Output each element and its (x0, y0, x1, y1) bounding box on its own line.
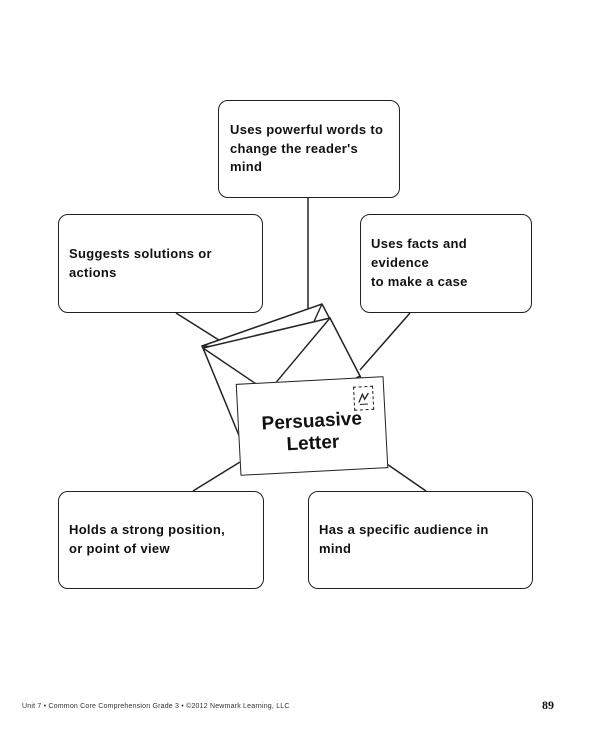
connector-bottom-right (383, 461, 427, 492)
box-bottom-right-text: Has a specific audience in mind (319, 522, 489, 556)
footer-credit: Unit 7 • Common Core Comprehension Grade… (22, 703, 290, 710)
box-right: Uses facts and evidence to make a case (360, 214, 532, 313)
box-left-text: Suggests solutions or actions (69, 245, 212, 280)
stamp-icon (353, 385, 375, 411)
box-bottom-left: Holds a strong position, or point of vie… (58, 491, 264, 589)
box-left: Suggests solutions or actions (58, 214, 263, 313)
page-number: 89 (542, 698, 554, 712)
connector-bottom-left (192, 461, 241, 492)
persuasive-letter-card: Persuasive Letter (235, 376, 389, 476)
box-top: Uses powerful words to change the reader… (218, 100, 400, 198)
box-right-text: Uses facts and evidence to make a case (371, 236, 468, 289)
connector-right (359, 312, 411, 371)
box-bottom-right: Has a specific audience in mind (308, 491, 533, 589)
box-bottom-left-text: Holds a strong position, or point of vie… (69, 522, 225, 556)
center-title: Persuasive Letter (261, 408, 363, 456)
connector-left (175, 312, 223, 343)
box-top-text: Uses powerful words to change the reader… (230, 121, 384, 175)
